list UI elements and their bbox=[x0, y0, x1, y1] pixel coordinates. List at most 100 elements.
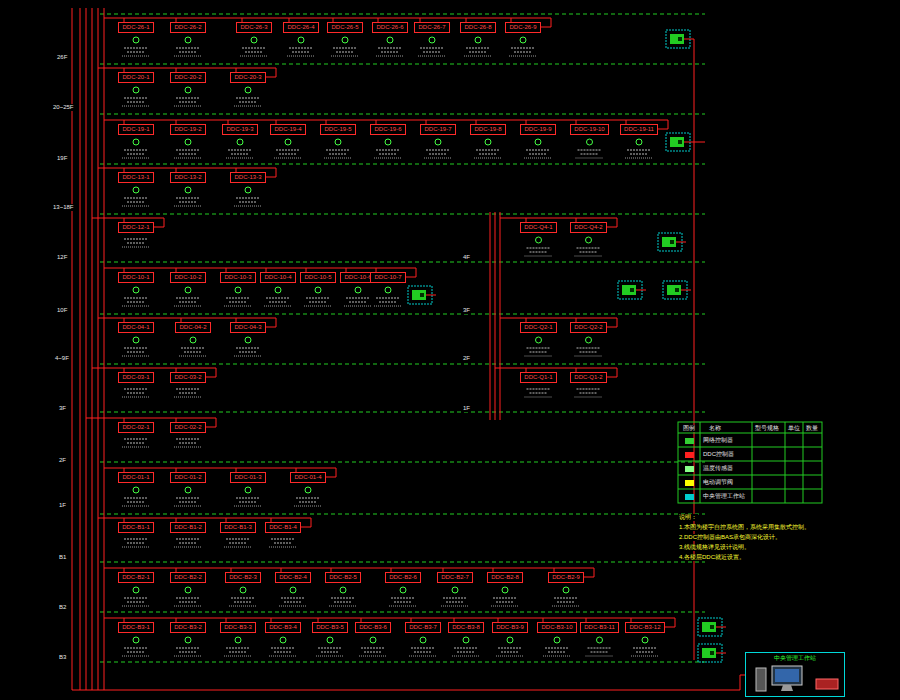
point-list-mark bbox=[586, 656, 614, 657]
sensor-symbol bbox=[190, 337, 196, 343]
point-list-mark bbox=[229, 652, 247, 653]
point-list-mark bbox=[226, 298, 250, 299]
node-label: DDC-B3-6 bbox=[359, 624, 387, 630]
point-list-mark bbox=[423, 52, 441, 53]
bus-line bbox=[104, 8, 105, 690]
point-list-mark bbox=[127, 52, 145, 53]
point-list-mark bbox=[543, 656, 571, 657]
sensor-symbol bbox=[285, 139, 291, 145]
ddc-controller-box: DDC-04-1 bbox=[118, 322, 154, 333]
node-label: DDC-26-1 bbox=[122, 24, 149, 30]
point-list-mark bbox=[334, 602, 352, 603]
point-list-mark bbox=[269, 547, 297, 548]
ddc-controller-box: DDC-B3-2 bbox=[170, 622, 206, 633]
sensor-symbol bbox=[133, 637, 139, 643]
floor-label: 3F bbox=[58, 405, 67, 412]
network-controller-symbol bbox=[666, 133, 694, 151]
point-list-mark bbox=[525, 256, 553, 257]
table-rule bbox=[785, 422, 786, 503]
sensor-symbol bbox=[340, 587, 346, 593]
point-list-mark bbox=[349, 302, 367, 303]
node-label: DDC-10-3 bbox=[224, 274, 251, 280]
sensor-symbol bbox=[535, 139, 541, 145]
point-list-mark bbox=[631, 656, 659, 657]
legend-swatch bbox=[685, 466, 694, 472]
point-list-mark bbox=[476, 150, 500, 151]
point-list-mark bbox=[279, 606, 307, 607]
table-header: 名称 bbox=[708, 425, 722, 432]
node-label: DDC-03-2 bbox=[174, 374, 201, 380]
point-list-mark bbox=[420, 48, 444, 49]
node-label: DDC-13-2 bbox=[174, 174, 201, 180]
node-label: DDC-Q1-1 bbox=[524, 374, 552, 380]
ddc-controller-box: DDC-B3-10 bbox=[537, 622, 577, 633]
point-list-mark bbox=[364, 652, 382, 653]
node-label: DDC-19-11 bbox=[624, 126, 654, 132]
sensor-symbol bbox=[355, 287, 361, 293]
controller-body bbox=[662, 237, 676, 247]
point-list-mark bbox=[580, 393, 598, 394]
ddc-controller-box: DDC-B2-8 bbox=[487, 572, 523, 583]
sensor-symbol bbox=[507, 637, 513, 643]
sensor-symbol bbox=[435, 139, 441, 145]
node-label: DDC-26-4 bbox=[287, 24, 314, 30]
node-label: DDC-26-7 bbox=[418, 24, 445, 30]
point-list-mark bbox=[306, 298, 330, 299]
floor-line bbox=[100, 462, 705, 463]
sensor-symbol bbox=[185, 287, 191, 293]
ddc-controller-box: DDC-B2-7 bbox=[437, 572, 473, 583]
node-label: DDC-19-7 bbox=[424, 126, 451, 132]
sensor-symbol bbox=[587, 139, 593, 145]
table-rule bbox=[700, 422, 701, 503]
point-list-mark bbox=[124, 239, 148, 240]
point-list-mark bbox=[239, 352, 257, 353]
point-list-mark bbox=[174, 206, 202, 207]
point-list-mark bbox=[274, 158, 302, 159]
table-header: 单位 bbox=[787, 425, 801, 432]
ddc-controller-box: DDC-Q2-1 bbox=[520, 322, 557, 333]
ddc-controller-box: DDC-B3-7 bbox=[405, 622, 441, 633]
node-label: DDC-B3-8 bbox=[452, 624, 480, 630]
point-list-mark bbox=[127, 443, 145, 444]
point-list-mark bbox=[124, 389, 148, 390]
point-list-mark bbox=[127, 154, 145, 155]
point-list-mark bbox=[176, 150, 200, 151]
node-label: DDC-B3-10 bbox=[541, 624, 572, 630]
point-list-mark bbox=[452, 656, 480, 657]
sensor-symbol bbox=[636, 139, 642, 145]
point-list-mark bbox=[454, 648, 478, 649]
point-list-mark bbox=[174, 547, 202, 548]
sensor-symbol bbox=[335, 139, 341, 145]
point-list-mark bbox=[122, 306, 150, 307]
point-list-mark bbox=[274, 543, 292, 544]
point-list-mark bbox=[122, 206, 150, 207]
point-list-mark bbox=[588, 648, 612, 649]
ddc-controller-box: DDC-19-8 bbox=[470, 124, 506, 135]
node-label: DDC-Q4-1 bbox=[524, 224, 552, 230]
sensor-symbol bbox=[290, 587, 296, 593]
point-list-mark bbox=[498, 648, 522, 649]
node-label: DDC-26-6 bbox=[376, 24, 403, 30]
controller-body bbox=[622, 285, 636, 295]
point-list-mark bbox=[174, 158, 202, 159]
ddc-controller-box: DDC-B2-3 bbox=[225, 572, 261, 583]
point-list-mark bbox=[234, 106, 262, 107]
bus-line bbox=[495, 212, 496, 420]
point-list-mark bbox=[376, 298, 400, 299]
point-list-mark bbox=[509, 56, 537, 57]
point-list-mark bbox=[124, 498, 148, 499]
sensor-symbol bbox=[240, 587, 246, 593]
node-label: DDC-02-2 bbox=[174, 424, 201, 430]
sensor-symbol bbox=[327, 637, 333, 643]
point-list-mark bbox=[174, 397, 202, 398]
network-controller-symbol bbox=[658, 233, 686, 251]
point-list-mark bbox=[174, 656, 202, 657]
sensor-symbol bbox=[133, 487, 139, 493]
legend-text: 温度传感器 bbox=[703, 465, 733, 472]
point-list-mark bbox=[580, 352, 598, 353]
point-list-mark bbox=[226, 648, 250, 649]
point-list-mark bbox=[381, 52, 399, 53]
point-list-mark bbox=[331, 598, 355, 599]
point-list-mark bbox=[174, 506, 202, 507]
